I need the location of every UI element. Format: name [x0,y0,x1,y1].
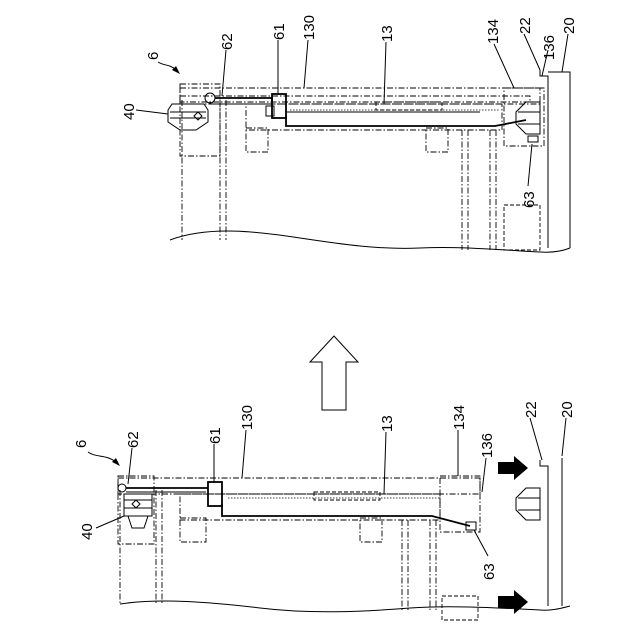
top-label-40: 40 [121,103,138,120]
top-leader-22 [524,34,540,70]
top-door-panel-20 [548,72,570,248]
top-view: 6 62 61 130 13 134 22 136 20 40 63 [121,15,578,252]
bottom-label-40: 40 [79,523,96,540]
top-label-130: 130 [301,15,318,40]
bottom-push-arrow-lower [498,590,528,614]
bottom-leader-22 [530,418,542,460]
top-slot [376,102,442,110]
bottom-cable-61-63 [222,504,470,526]
bottom-leader-130 [242,430,246,478]
top-label-6: 6 [145,52,162,60]
top-leader-6-arrow [172,66,180,74]
bottom-label-6: 6 [73,440,90,448]
bottom-push-arrow-upper [498,456,528,480]
bottom-leader-20 [562,418,566,456]
bottom-view: 6 62 61 130 13 134 136 22 20 40 63 [73,401,576,620]
top-label-20: 20 [561,17,578,34]
top-label-62: 62 [219,33,236,50]
top-leader-20 [562,34,568,72]
top-label-13: 13 [379,25,396,42]
top-label-22: 22 [517,17,534,34]
top-label-136: 136 [541,35,558,60]
bottom-label-134: 134 [451,405,468,430]
bottom-label-22: 22 [523,401,540,418]
top-leader-134 [494,44,514,88]
bottom-slot [314,492,380,500]
top-bracket-left [246,128,268,152]
bottom-block-area [442,596,478,620]
bottom-label-62: 62 [125,431,142,448]
bottom-nozzle-22 [516,488,540,520]
bottom-leader-6 [88,452,116,462]
top-leader-40 [136,110,168,114]
top-nozzle-40 [168,93,215,130]
bottom-label-61: 61 [207,427,224,444]
top-bracket-right [426,128,448,152]
bottom-leader-63 [474,530,488,556]
top-leader-130 [304,40,308,88]
top-label-61: 61 [271,23,288,40]
bottom-label-20: 20 [559,401,576,418]
transition-arrow [310,336,358,410]
bottom-leader-13 [384,432,386,494]
top-leader-62 [222,50,226,96]
top-wire-62 [215,98,272,102]
top-label-134: 134 [485,19,502,44]
bottom-label-63: 63 [481,563,498,580]
bottom-door-panel-22 [540,460,548,606]
bottom-housing-40 [118,476,154,544]
bottom-leader-136 [482,458,486,492]
bottom-bracket-right [360,518,382,542]
top-block-63-area [504,205,540,250]
top-cable-61-63 [286,116,526,126]
bottom-leader-62 [128,448,132,484]
bottom-leader-6-arrow [112,458,120,466]
bottom-label-136: 136 [479,433,496,458]
top-cut-line [170,231,570,252]
top-label-63: 63 [521,191,538,208]
top-leader-13 [384,42,386,104]
bottom-label-13: 13 [379,415,396,432]
top-frame-130-inner [180,96,530,102]
bottom-nozzle-40 [118,484,152,528]
top-leader-63 [528,144,532,186]
bottom-label-130: 130 [239,405,256,430]
bottom-bracket-left [180,518,206,542]
